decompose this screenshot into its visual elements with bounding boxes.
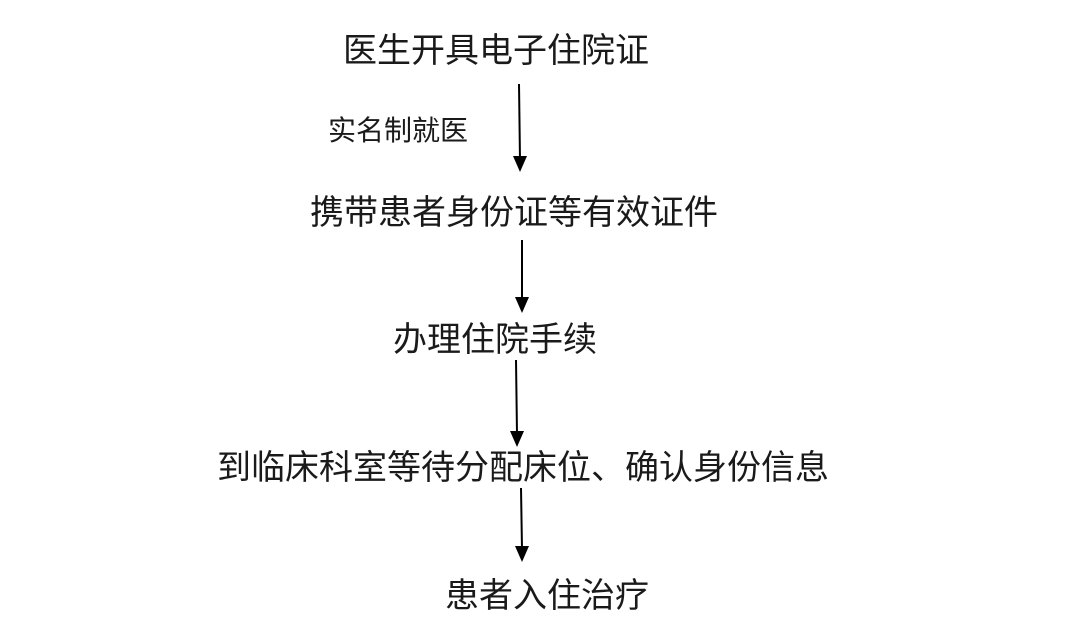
arrow-2 [515, 240, 529, 313]
step-admission-procedures: 办理住院手续 [393, 320, 597, 360]
arrow-label-real-name: 实名制就医 [328, 114, 469, 147]
step-wait-bed-confirm-identity: 到临床科室等待分配床位、确认身份信息 [217, 448, 829, 488]
arrow-1 [513, 83, 527, 172]
step-patient-admitted: 患者入住治疗 [445, 576, 649, 616]
arrow-4 [515, 487, 529, 562]
step-bring-id-documents: 携带患者身份证等有效证件 [310, 193, 718, 233]
arrow-3 [510, 359, 524, 447]
step-issue-admission-certificate: 医生开具电子住院证 [343, 31, 649, 71]
